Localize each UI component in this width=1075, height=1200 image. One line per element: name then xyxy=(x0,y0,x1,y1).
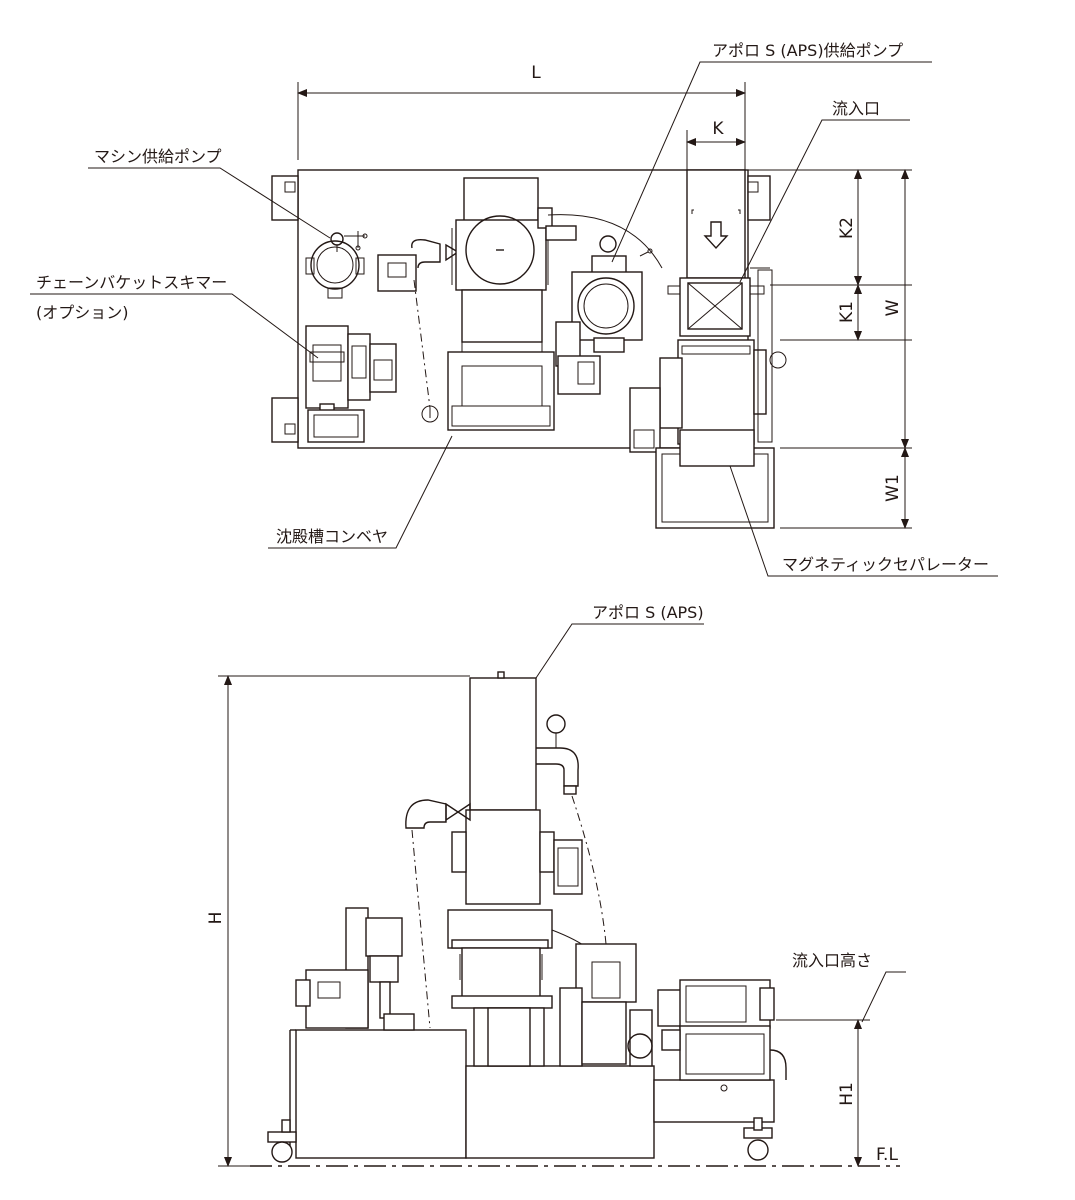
machine-supply-pump xyxy=(305,231,368,299)
mounting-brackets xyxy=(271,175,771,443)
side-gauge-and-pump xyxy=(536,714,653,1067)
callout-inlet: 流入口 xyxy=(739,99,910,283)
dim-label-w1: W1 xyxy=(883,474,903,502)
callout-apollo-label: アポロ S (APS) xyxy=(592,603,704,622)
dim-label-h: H xyxy=(206,912,226,925)
dim-label-w: W xyxy=(883,299,903,316)
dim-label-k1: K1 xyxy=(837,301,857,323)
callout-inlet-height-label: 流入口高さ xyxy=(792,951,872,970)
callout-conveyor-label: 沈殿槽コンベヤ xyxy=(276,527,388,546)
callout-inlet-label: 流入口 xyxy=(832,99,880,118)
callout-machine-pump-label: マシン供給ポンプ xyxy=(94,147,222,166)
dim-label-l: L xyxy=(531,63,541,83)
callout-conveyor: 沈殿槽コンベヤ xyxy=(268,435,453,549)
dimension-h1: H1 F.L xyxy=(776,1019,898,1167)
dim-label-k2: K2 xyxy=(837,217,857,239)
side-skimmer xyxy=(295,907,415,1031)
callout-apollo: アポロ S (APS) xyxy=(535,603,704,679)
magnetic-separator xyxy=(629,269,787,529)
side-magnetic-separator xyxy=(657,979,787,1092)
callout-machine-pump: マシン供給ポンプ xyxy=(88,147,331,239)
side-main-tank xyxy=(289,1029,775,1159)
callout-skimmer-label-2: (オプション) xyxy=(36,303,129,322)
callout-skimmer-label-1: チェーンバケットスキマー xyxy=(36,273,227,292)
callout-skimmer: チェーンバケットスキマー (オプション) xyxy=(30,273,319,359)
callout-aps-pump: アポロ S (APS)供給ポンプ xyxy=(611,41,932,263)
top-view: L K xyxy=(30,41,998,577)
dim-label-h1: H1 xyxy=(837,1082,857,1106)
inlet-chute xyxy=(667,169,770,337)
callout-aps-pump-label: アポロ S (APS)供給ポンプ xyxy=(712,41,903,60)
callout-separator-label: マグネティックセパレーター xyxy=(782,555,989,574)
side-apollo-column xyxy=(447,671,555,1067)
dim-label-k: K xyxy=(712,119,724,139)
side-view: H H1 F.L xyxy=(206,603,906,1167)
dimension-w-group: K2 K1 W W1 xyxy=(748,169,912,529)
chain-bucket-skimmer xyxy=(305,325,397,443)
floor-level-label: F.L xyxy=(876,1145,898,1165)
dimension-h: H xyxy=(206,675,470,1167)
settling-tank-conveyor xyxy=(447,177,577,431)
aps-supply-pump xyxy=(547,214,663,395)
callout-inlet-height: 流入口高さ xyxy=(792,951,906,1023)
casters xyxy=(267,1117,773,1163)
side-elbow-pipe xyxy=(405,799,471,1029)
callout-separator: マグネティックセパレーター xyxy=(729,465,998,577)
